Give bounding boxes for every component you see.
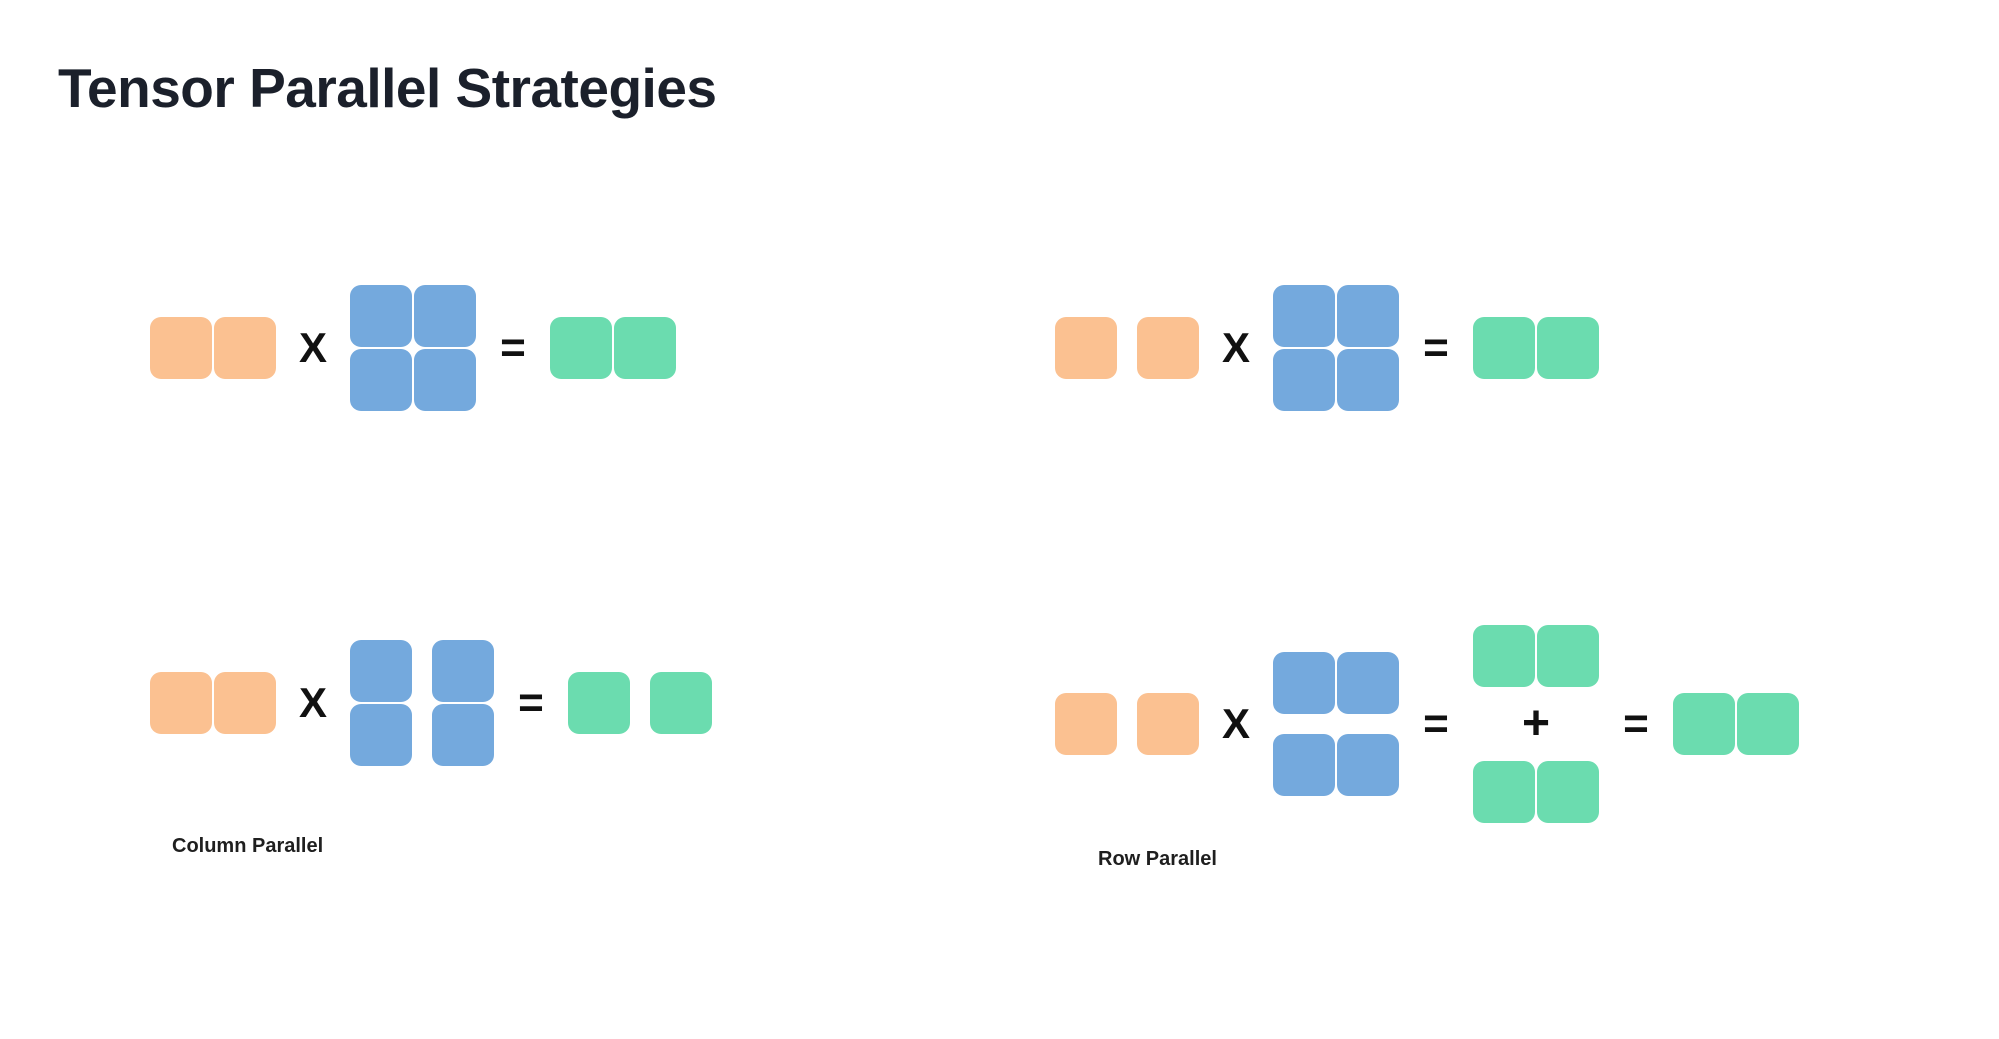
weight-block xyxy=(1337,652,1399,714)
weight-block xyxy=(350,704,412,766)
partial-sum-vector xyxy=(1473,761,1599,823)
diagram-unsharded-matmul: X = xyxy=(150,285,676,411)
output-block xyxy=(1673,693,1735,755)
weight-block xyxy=(432,704,494,766)
weight-shard-row xyxy=(1273,734,1399,796)
partial-sums: + xyxy=(1473,625,1599,823)
multiply-operator: X xyxy=(1221,324,1250,371)
partial-block xyxy=(1537,761,1599,823)
weight-block xyxy=(350,640,412,702)
equals-operator: = xyxy=(500,323,526,372)
input-block xyxy=(1137,317,1199,379)
partial-block xyxy=(1537,625,1599,687)
weight-matrix-row-sharded xyxy=(1273,652,1399,796)
multiply-operator: X xyxy=(298,324,327,371)
page-title: Tensor Parallel Strategies xyxy=(58,57,717,119)
output-block xyxy=(650,672,712,734)
equation: X = + = xyxy=(1055,625,1799,823)
equation: X = xyxy=(150,285,676,411)
input-block xyxy=(1055,317,1117,379)
plus-operator: + xyxy=(1521,697,1551,750)
input-block xyxy=(214,317,276,379)
input-block xyxy=(150,672,212,734)
equals-operator: = xyxy=(518,678,544,727)
weight-matrix-row xyxy=(1273,285,1399,347)
output-vector xyxy=(1673,693,1799,755)
output-block xyxy=(1473,317,1535,379)
input-vector-sharded xyxy=(1055,693,1199,755)
equation: X = xyxy=(150,640,712,766)
equals-operator: = xyxy=(1623,699,1649,748)
output-vector xyxy=(550,317,676,379)
weight-shard-column xyxy=(350,640,412,766)
weight-block xyxy=(1337,285,1399,347)
weight-matrix xyxy=(350,285,476,411)
output-vector xyxy=(1473,317,1599,379)
multiply-operator: X xyxy=(298,679,327,726)
partial-block xyxy=(1473,625,1535,687)
caption-row-parallel: Row Parallel xyxy=(1098,848,1217,870)
weight-matrix-row xyxy=(350,285,476,347)
weight-block xyxy=(350,349,412,411)
weight-block xyxy=(1273,285,1335,347)
weight-block xyxy=(414,349,476,411)
weight-matrix-row xyxy=(1273,349,1399,411)
diagram-row-parallel: X = + = xyxy=(1055,625,1799,823)
diagram-column-parallel: X = xyxy=(150,640,712,766)
input-vector xyxy=(150,317,276,379)
partial-block xyxy=(1473,761,1535,823)
weight-block xyxy=(432,640,494,702)
input-block xyxy=(214,672,276,734)
weight-shard-column xyxy=(432,640,494,766)
weight-block xyxy=(1337,349,1399,411)
output-block xyxy=(614,317,676,379)
equals-operator: = xyxy=(1423,323,1449,372)
caption-column-parallel: Column Parallel xyxy=(172,835,324,857)
equation: X = xyxy=(1055,285,1599,411)
input-vector-sharded xyxy=(1055,317,1199,379)
weight-block xyxy=(1273,652,1335,714)
weight-block xyxy=(1337,734,1399,796)
output-block xyxy=(1737,693,1799,755)
output-block xyxy=(568,672,630,734)
multiply-operator: X xyxy=(1221,700,1250,747)
output-vector-sharded xyxy=(568,672,712,734)
weight-matrix xyxy=(1273,285,1399,411)
equals-operator: = xyxy=(1423,699,1449,748)
input-block xyxy=(1055,693,1117,755)
output-block xyxy=(550,317,612,379)
input-vector xyxy=(150,672,276,734)
input-block xyxy=(1137,693,1199,755)
weight-matrix-row xyxy=(350,349,476,411)
weight-block xyxy=(1273,349,1335,411)
partial-sum-vector xyxy=(1473,625,1599,687)
weight-matrix-column-sharded xyxy=(350,640,494,766)
weight-block xyxy=(350,285,412,347)
weight-block xyxy=(1273,734,1335,796)
output-block xyxy=(1537,317,1599,379)
diagram-unsharded-matmul-split-input: X = xyxy=(1055,285,1599,411)
weight-block xyxy=(414,285,476,347)
input-block xyxy=(150,317,212,379)
weight-shard-row xyxy=(1273,652,1399,714)
